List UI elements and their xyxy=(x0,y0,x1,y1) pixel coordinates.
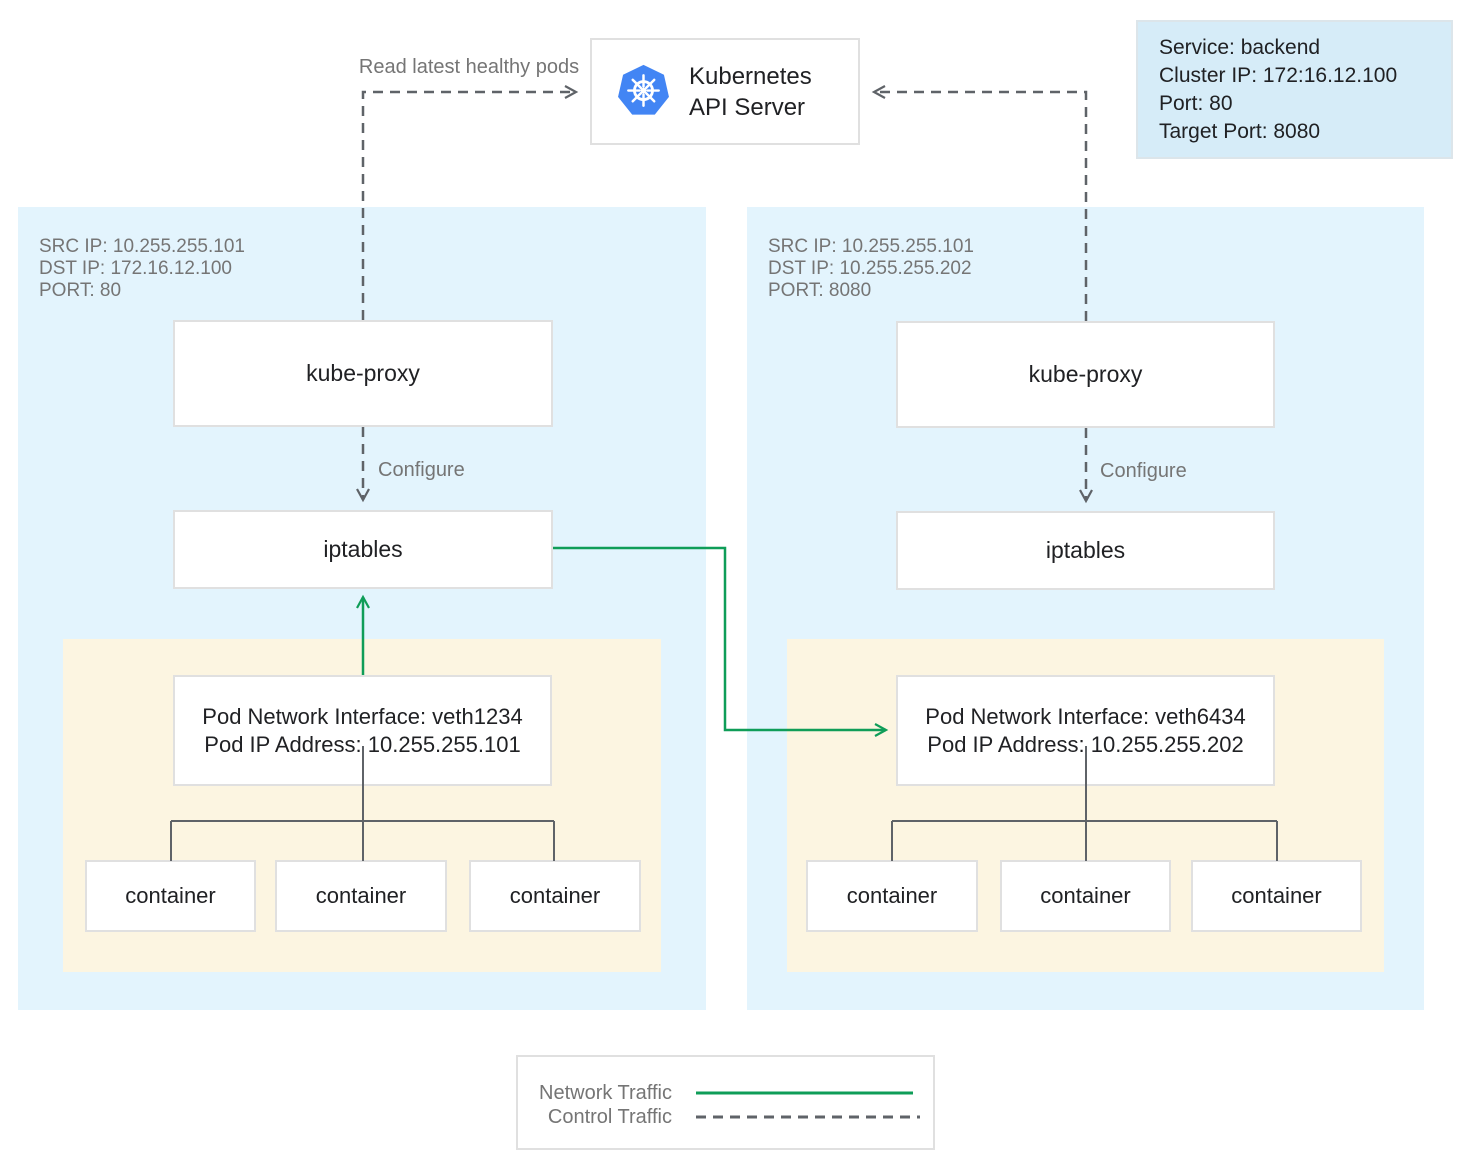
pod-interface-left-line2: Pod IP Address: 10.255.255.101 xyxy=(204,731,521,757)
node-right-dst-ip: DST IP: 10.255.255.202 xyxy=(768,258,972,279)
kube-proxy-box-right: kube-proxy xyxy=(896,321,1275,428)
service-name: Service: backend xyxy=(1159,36,1321,59)
pod-interface-right-line2: Pod IP Address: 10.255.255.202 xyxy=(927,731,1244,757)
pod-interface-left-line1: Pod Network Interface: veth1234 xyxy=(202,703,523,729)
kubernetes-logo-icon xyxy=(618,64,669,115)
node-left-dst-ip: DST IP: 172.16.12.100 xyxy=(39,258,232,279)
pod-network-interface-box-left: Pod Network Interface: veth1234 Pod IP A… xyxy=(173,675,552,786)
node-right-port: PORT: 8080 xyxy=(768,280,872,301)
pod-network-interface-box-right: Pod Network Interface: veth6434 Pod IP A… xyxy=(896,675,1275,786)
node-right-header: SRC IP: 10.255.255.101 DST IP: 10.255.25… xyxy=(768,236,974,302)
container-box: container xyxy=(275,860,447,932)
node-left-port: PORT: 80 xyxy=(39,280,122,301)
service-cluster-ip: Cluster IP: 172:16.12.100 xyxy=(1159,64,1398,87)
iptables-box-left: iptables xyxy=(173,510,553,589)
service-target-port: Target Port: 8080 xyxy=(1159,120,1321,143)
read-latest-healthy-pods-label: Read latest healthy pods xyxy=(358,56,580,78)
node-left-src-ip: SRC IP: 10.255.255.101 xyxy=(39,236,245,257)
kube-proxy-box-left: kube-proxy xyxy=(173,320,553,427)
legend-control-traffic-label: Control Traffic xyxy=(547,1106,672,1128)
service-info-card: Service: backend Cluster IP: 172:16.12.1… xyxy=(1136,20,1453,159)
service-port: Port: 80 xyxy=(1159,92,1233,115)
configure-label-left: Configure xyxy=(378,459,465,481)
container-box: container xyxy=(1000,860,1171,932)
iptables-box-right: iptables xyxy=(896,511,1275,590)
pod-interface-right-line1: Pod Network Interface: veth6434 xyxy=(925,703,1246,729)
kubernetes-api-server-box: Kubernetes API Server xyxy=(590,38,860,145)
container-box: container xyxy=(469,860,641,932)
node-right-src-ip: SRC IP: 10.255.255.101 xyxy=(768,236,974,257)
legend xyxy=(516,1055,935,1150)
api-server-label: Kubernetes API Server xyxy=(689,62,812,121)
container-box: container xyxy=(1191,860,1362,932)
container-box: container xyxy=(806,860,978,932)
container-box: container xyxy=(85,860,256,932)
node-left-header: SRC IP: 10.255.255.101 DST IP: 172.16.12… xyxy=(39,236,245,302)
legend-network-traffic-label: Network Traffic xyxy=(539,1082,672,1104)
configure-label-right: Configure xyxy=(1100,460,1187,482)
